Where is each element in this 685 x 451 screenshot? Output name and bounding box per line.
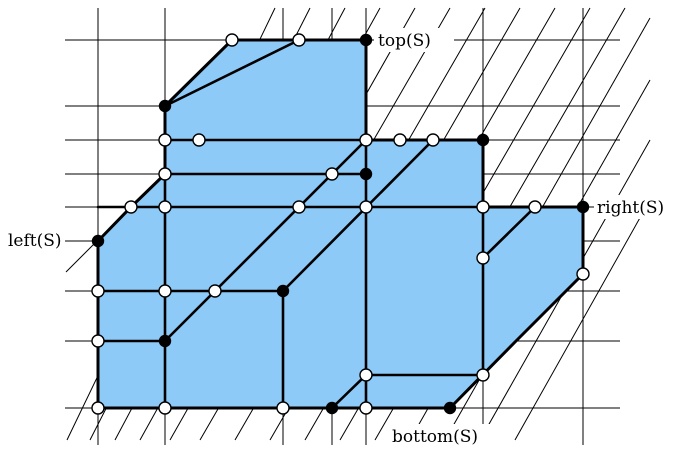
vertex-hollow: [158, 167, 172, 181]
vertex-hollow: [426, 133, 440, 147]
vertex-solid: [276, 284, 290, 298]
vertex-hollow: [158, 133, 172, 147]
vertex-hollow: [476, 368, 490, 382]
inner-edges: [96, 38, 537, 410]
vertex-hollow: [292, 200, 306, 214]
vertex-hollow: [292, 33, 306, 47]
vertex-hollow: [91, 334, 105, 348]
vertex-hollow: [576, 267, 590, 281]
label-right: right(S): [597, 198, 664, 218]
labels: top(S) left(S) right(S) bottom(S): [4, 28, 684, 448]
label-bottom: bottom(S): [392, 427, 478, 447]
vertex-hollow: [124, 200, 138, 214]
vertex-hollow: [208, 284, 222, 298]
region-s: [96, 38, 585, 410]
vertex-hollow: [359, 368, 373, 382]
vertex-hollow: [528, 200, 542, 214]
vertex-solid: [443, 401, 457, 415]
vertex-hollow: [359, 401, 373, 415]
vertex-hollow: [158, 200, 172, 214]
vertex-solid: [158, 334, 172, 348]
vertex-hollow: [192, 133, 206, 147]
label-left: left(S): [8, 231, 62, 251]
vertex-hollow: [393, 133, 407, 147]
vertex-solid: [325, 401, 339, 415]
vertex-hollow: [91, 401, 105, 415]
vertex-hollow: [158, 401, 172, 415]
vertex-solid: [576, 200, 590, 214]
vertex-hollow: [359, 200, 373, 214]
vertex-solid: [158, 99, 172, 113]
vertex-hollow: [225, 33, 239, 47]
vertex-hollow: [476, 200, 490, 214]
vertex-hollow: [276, 401, 290, 415]
vertex-hollow: [359, 133, 373, 147]
vertex-hollow: [476, 251, 490, 265]
vertex-solid: [91, 234, 105, 248]
vertex-solid: [359, 33, 373, 47]
vertex-hollow: [91, 284, 105, 298]
vertex-hollow: [325, 167, 339, 181]
vertex-solid: [476, 133, 490, 147]
vertices: [91, 33, 590, 415]
vertex-hollow: [158, 284, 172, 298]
vertex-solid: [359, 167, 373, 181]
label-top: top(S): [378, 31, 431, 51]
